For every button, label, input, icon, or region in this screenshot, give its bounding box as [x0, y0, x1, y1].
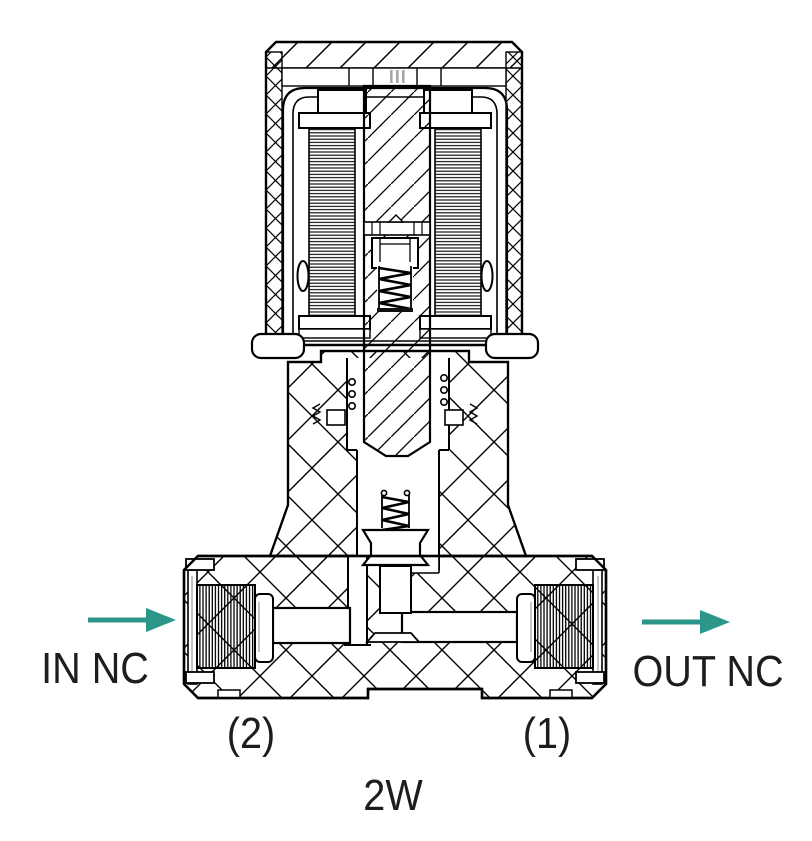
outlet-arrow-head	[700, 610, 730, 634]
inlet-label: IN NC	[41, 644, 149, 693]
armature-spring	[377, 266, 413, 312]
main-spring	[380, 489, 411, 532]
outlet-threads	[534, 584, 594, 669]
valve-seat	[364, 632, 422, 643]
inlet-arrow-head	[146, 608, 176, 632]
inlet-port	[185, 558, 274, 699]
inlet-passage	[271, 606, 352, 645]
outlet-flow-arrow-icon	[642, 610, 730, 634]
bonnet-details	[311, 373, 479, 426]
inlet-threads	[196, 584, 256, 669]
outlet-passage	[400, 610, 519, 644]
coil-winding-right	[434, 127, 482, 319]
outlet-port	[516, 558, 605, 699]
poppet-stem	[379, 565, 412, 614]
valve-type-label: 2W	[363, 771, 423, 820]
inlet-port-number: (2)	[226, 709, 276, 758]
coil-winding-left	[308, 127, 356, 319]
poppet	[360, 528, 431, 567]
inlet-flow-arrow-icon	[88, 608, 176, 632]
solenoid-core	[362, 84, 432, 458]
outlet-port-number: (1)	[522, 709, 572, 758]
outlet-label: OUT NC	[632, 647, 784, 696]
